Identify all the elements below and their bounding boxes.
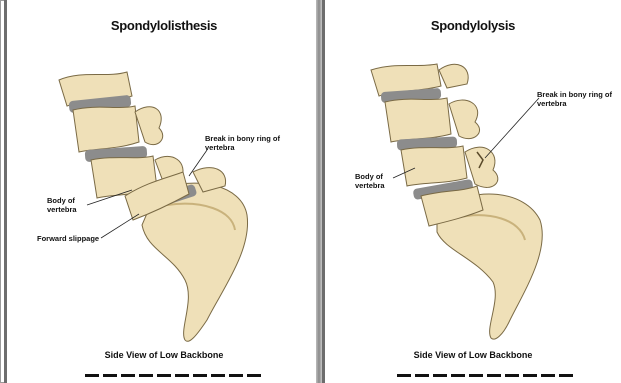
posterior-arch-2 <box>449 100 480 139</box>
body-label: Body of vertebra <box>355 172 395 190</box>
caption: Side View of Low Backbone <box>7 350 321 360</box>
caption: Side View of Low Backbone <box>325 350 621 360</box>
spine-illustration <box>7 0 321 383</box>
caption-rule <box>397 374 577 377</box>
spondylolisthesis-panel: Spondylolisthesis Break in bony ring of … <box>4 0 321 383</box>
spine-illustration <box>325 0 621 383</box>
body-label: Body of vertebra <box>47 196 89 214</box>
slippage-label: Forward slippage <box>37 234 137 243</box>
caption-rule <box>85 374 265 377</box>
break-label: Break in bony ring of vertebra <box>205 134 293 152</box>
vertebra-2 <box>73 106 139 152</box>
vertebra-2 <box>385 98 451 142</box>
break-label: Break in bony ring of vertebra <box>537 90 617 108</box>
vertebra-3 <box>401 146 467 186</box>
spondylolysis-panel: Spondylolysis Break in bony ring of vert… <box>322 0 621 383</box>
posterior-arch-1 <box>439 64 468 88</box>
